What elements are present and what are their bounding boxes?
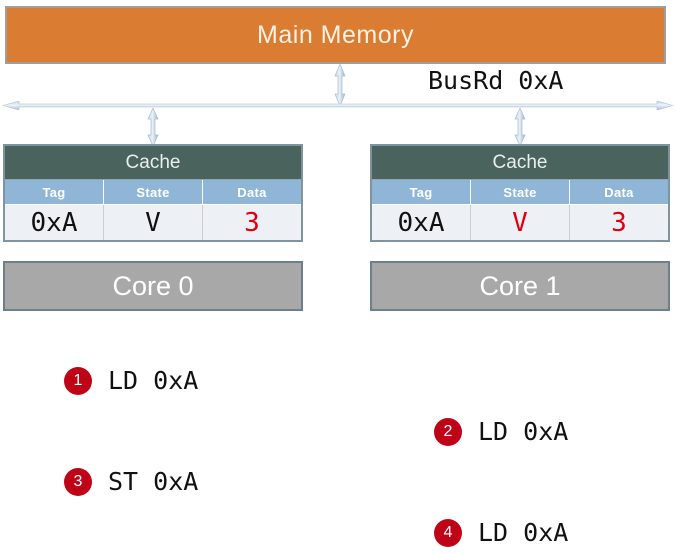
core-label-0: Core 0 [112, 270, 194, 301]
instruction-step-2: 2 LD 0xA [434, 417, 568, 446]
column-header-data: Data [604, 184, 634, 200]
cache-value-data-core0: 3 [244, 207, 260, 238]
bus-cache0-connector-arrow [147, 108, 159, 146]
instruction-text-4: LD 0xA [478, 518, 569, 547]
main-memory-block: Main Memory [5, 6, 666, 64]
cache-title-core1: Cache [372, 146, 668, 180]
column-header-tag: Tag [372, 180, 471, 204]
main-memory-label: Main Memory [257, 20, 414, 49]
step-badge-3: 3 [64, 467, 92, 496]
cache-table-row-core1: 0xA V 3 [372, 204, 668, 240]
instruction-step-4: 4 LD 0xA [434, 518, 568, 547]
cache-table-core0: Tag State Data 0xA V 3 [5, 180, 301, 240]
cache-value-state-core1: V [471, 205, 570, 240]
column-header-state: State [104, 180, 203, 204]
cache-block-core1: Cache Tag State Data 0xA V 3 [370, 144, 670, 242]
step-badge-4: 4 [434, 518, 462, 547]
cache-table-core1: Tag State Data 0xA V 3 [372, 180, 668, 240]
cache-value-tag-core0: 0xA [5, 205, 104, 240]
core-label-1: Core 1 [479, 270, 561, 301]
cache-title-core0: Cache [5, 146, 301, 180]
bus-transaction-label: BusRd 0xA [428, 66, 564, 95]
cache-table-header-core0: Tag State Data [5, 180, 301, 204]
step-badge-1: 1 [64, 366, 92, 395]
step-badge-2: 2 [434, 417, 462, 446]
cache-value-state-core0: V [104, 205, 203, 240]
memory-bus-connector-arrow [334, 64, 346, 106]
column-header-tag: Tag [5, 180, 104, 204]
cache-block-core0: Cache Tag State Data 0xA V 3 [3, 144, 303, 242]
bus-cache1-connector-arrow [514, 108, 526, 146]
cache-value-data-core1: 3 [611, 207, 627, 238]
instruction-text-1: LD 0xA [108, 366, 199, 395]
instruction-step-1: 1 LD 0xA [64, 366, 198, 395]
cache-table-header-core1: Tag State Data [372, 180, 668, 204]
core-block-0: Core 0 [3, 261, 303, 311]
cache-value-tag-core1: 0xA [372, 205, 471, 240]
instruction-step-3: 3 ST 0xA [64, 467, 198, 496]
instruction-text-2: LD 0xA [478, 417, 569, 446]
core-block-1: Core 1 [370, 261, 670, 311]
column-header-state: State [471, 180, 570, 204]
system-bus-line [3, 101, 673, 110]
instruction-text-3: ST 0xA [108, 467, 199, 496]
column-header-data: Data [237, 184, 267, 200]
cache-table-row-core0: 0xA V 3 [5, 204, 301, 240]
